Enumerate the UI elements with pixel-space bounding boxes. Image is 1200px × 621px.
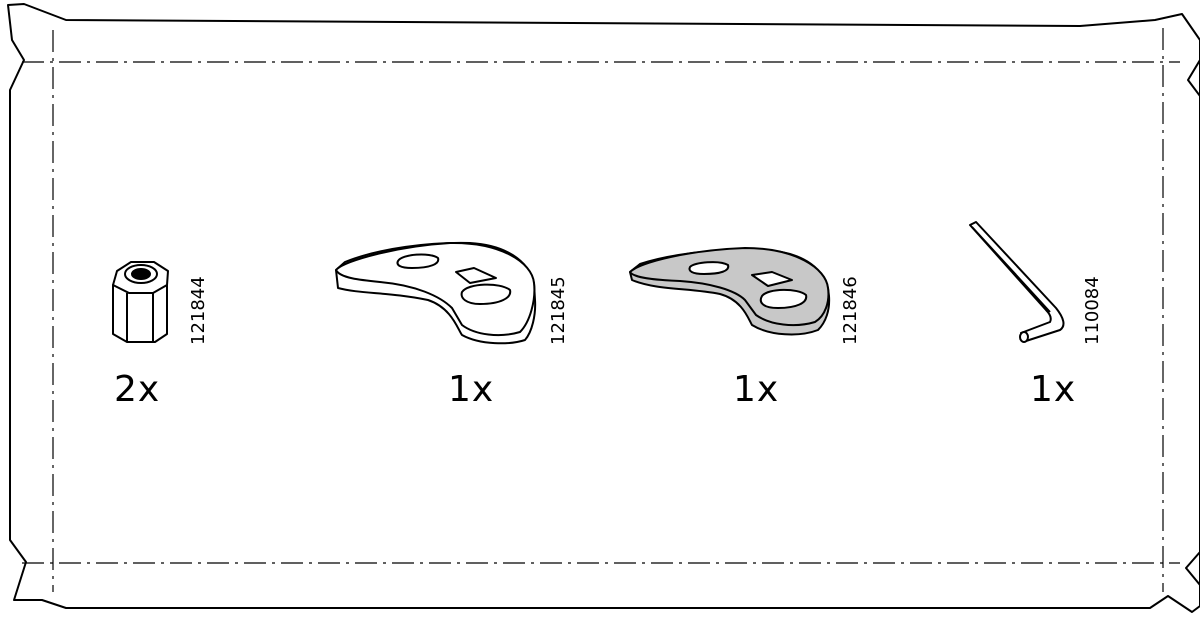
- washer-white-icon: [335, 241, 537, 345]
- part-number-110084: 110084: [1082, 276, 1103, 345]
- washer-grey-icon: [629, 247, 831, 336]
- part-number-121845: 121845: [548, 276, 569, 345]
- seal-lines: [22, 28, 1180, 592]
- part-number-121846: 121846: [840, 276, 861, 345]
- allen-key-icon: [969, 221, 1065, 343]
- bag-outline: [7, 3, 1200, 613]
- quantity-label-121844: 2x: [114, 369, 161, 410]
- quantity-label-110084: 1x: [1030, 369, 1077, 410]
- quantity-label-121845: 1x: [448, 369, 495, 410]
- quantity-label-121846: 1x: [733, 369, 780, 410]
- part-number-121844: 121844: [188, 276, 209, 345]
- spacer-nut-icon: [112, 261, 169, 343]
